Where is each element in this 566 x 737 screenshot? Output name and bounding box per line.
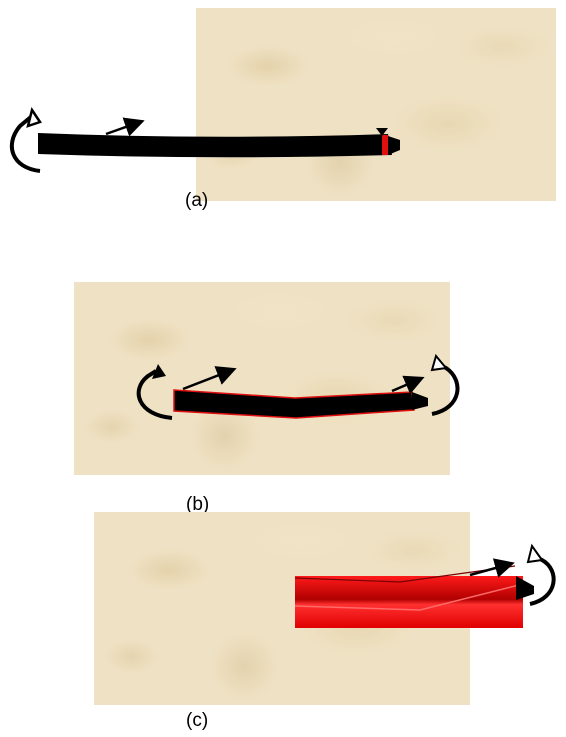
panel-c-force-arrow	[469, 558, 515, 578]
panel-c-background	[94, 512, 470, 705]
panel-a-end-triangle-icon	[376, 128, 388, 136]
panel-b-rotation-left-arrowhead	[152, 364, 166, 379]
panel-b-force-arrow-left	[182, 366, 237, 391]
panel-c-beam	[295, 576, 523, 628]
panel-c-caption: (c)	[186, 710, 209, 731]
panel-b-rotation-right-arrowhead	[430, 353, 448, 372]
panel-c-rotation-arrowhead	[526, 543, 544, 564]
panel-a-background	[196, 8, 556, 201]
panel-b-caption: (b)	[186, 494, 210, 515]
panel-c-diagram	[294, 543, 556, 628]
panel-a-diagram	[9, 106, 400, 173]
panel-a-force-arrow	[105, 117, 145, 137]
panel-b-diagram	[136, 353, 460, 420]
panel-a-rotation-arrowhead	[26, 106, 42, 128]
panel-c-rotation-icon	[529, 554, 556, 606]
panel-b-beam-end	[412, 392, 428, 410]
panel-a-rotation-arrow-icon	[9, 114, 41, 173]
panel-a-beam-end	[388, 136, 400, 155]
panel-b-background	[74, 282, 450, 475]
panel-b-rotation-left-icon	[136, 369, 173, 420]
panel-c-beam-fold-line-upper	[294, 565, 516, 583]
panel-c-beam-fold-line	[294, 583, 524, 611]
panel-a-red-tip	[382, 135, 388, 155]
panel-a-beam	[38, 133, 392, 158]
panel-b-beam	[173, 389, 415, 419]
panel-a-caption: (a)	[185, 190, 209, 211]
panel-c-beam-end	[516, 576, 534, 600]
panel-b-force-arrow-right	[391, 375, 425, 395]
panel-b-rotation-right-icon	[431, 362, 460, 416]
